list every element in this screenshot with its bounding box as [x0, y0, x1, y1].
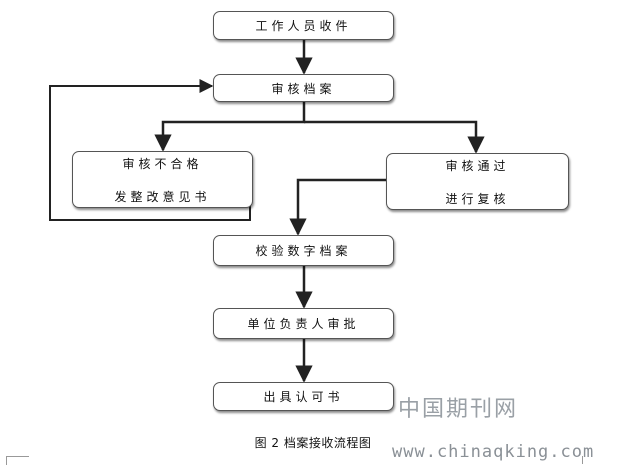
crop-mark-bottom-left — [6, 456, 29, 465]
node-review-fail-line2: 发整改意见书 — [114, 189, 211, 204]
node-review-fail: 审核不合格 发整改意见书 — [72, 151, 253, 208]
figure-caption: 图 2 档案接收流程图 — [254, 436, 372, 450]
arrow-review-to-pass — [304, 120, 485, 154]
crop-mark-bottom-right — [572, 456, 583, 464]
node-issue-certificate: 出具认可书 — [213, 382, 394, 411]
node-unit-head-approval: 单位负责人审批 — [213, 308, 394, 339]
node-verify-digital-archive: 校验数字档案 — [213, 235, 394, 266]
node-review: 审核档案 — [213, 74, 394, 102]
node-review-pass-line2: 进行复核 — [445, 191, 510, 206]
watermark-site-name: 中国期刊网 — [398, 397, 519, 422]
node-review-pass-line1: 审核通过 — [445, 158, 510, 173]
node-review-pass: 审核通过 进行复核 — [386, 153, 569, 210]
arrow-pass-to-verify — [289, 178, 386, 236]
watermark-url: www.chinaqking.com — [392, 442, 595, 462]
node-review-fail-line1: 审核不合格 — [122, 156, 203, 171]
arrow-review-branch — [154, 102, 306, 152]
node-receive: 工作人员收件 — [213, 11, 394, 40]
